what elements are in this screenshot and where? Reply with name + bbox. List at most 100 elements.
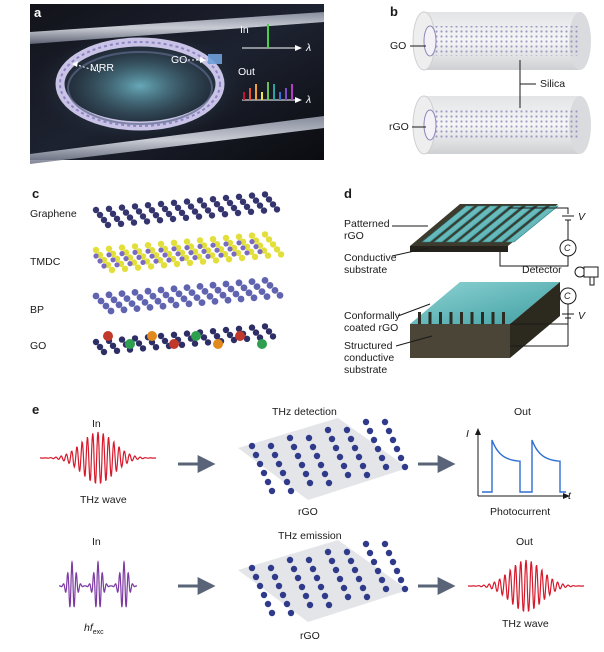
atom [109,210,117,217]
rgo-stripe [421,205,475,243]
atom [105,291,113,299]
carbon-atom [347,435,355,443]
atom [170,285,178,293]
conductive-substrate-label: Conductive substrate [344,252,397,276]
carbon-atom [366,549,374,557]
atom [175,251,181,257]
carbon-atom [363,471,371,479]
atom [235,279,243,287]
detector-icon [574,266,599,286]
atom [172,301,180,309]
atom [213,201,221,208]
atom [157,286,165,294]
atom [185,300,193,308]
hf-exc-label: hfexc [84,622,104,639]
go-label-b: GO [390,40,407,52]
atom [106,252,112,258]
atom [161,337,169,345]
carbon-atom [287,609,295,617]
layer-label-tmdc: TMDC [30,256,61,268]
atom [218,252,224,258]
carbon-atom [268,609,276,617]
atom [154,297,162,305]
carbon-atom [279,469,287,477]
carbon-atom [313,574,321,582]
atom [118,244,126,251]
layer-label-graphene: Graphene [30,208,77,220]
atom [139,345,147,352]
atom [250,294,258,302]
carbon-atom [302,592,310,600]
silica-label: Silica [540,78,566,90]
row1-rgo-label: rGO [298,506,318,518]
atom [260,207,268,214]
atom [132,249,138,255]
carbon-atom [260,591,268,599]
atom [235,233,243,240]
carbon-atom [374,567,382,575]
atom [186,259,194,266]
carbon-atom [294,452,302,460]
atom [192,255,198,261]
functional-group [191,331,201,341]
conformally-coated-label: Conformally coated rGO [344,310,401,334]
atom [208,212,216,219]
atom [173,260,181,268]
tmdc-layer [92,231,285,274]
panel-b: b GO rGO Silica [384,4,598,164]
carbon-atom [267,564,275,572]
panel-a-label: a [34,5,42,20]
carbon-atom [286,556,294,564]
panel-b-label: b [390,4,398,19]
carbon-atom [317,583,325,591]
carbon-atom [351,444,359,452]
functional-group [147,331,157,341]
atom [147,263,155,270]
functional-group [169,339,179,349]
atom [123,295,131,302]
atom [248,324,256,331]
atom [188,250,194,256]
atom [170,199,178,206]
atom [131,335,139,342]
atom [264,252,272,259]
atom [187,203,195,210]
carbon-atom [393,567,401,575]
atom [271,287,279,294]
atom [204,207,212,214]
panel-d: d Patterned rGO Conductive substrate Det… [340,186,602,376]
atom [133,305,141,312]
carbon-atom [362,418,370,426]
carbon-atom [306,601,314,609]
thz-detection-title: THz detection [272,406,337,418]
atom [104,221,112,229]
atom [140,259,146,265]
carbon-atom [313,452,321,460]
atom [269,333,277,340]
atom [236,240,242,246]
atom [118,336,126,343]
atom [131,243,139,250]
atom [158,247,164,253]
atom [199,258,207,265]
atom [114,262,120,268]
rgo-stripe [505,205,559,243]
atom [152,212,160,219]
atom [145,248,151,254]
lattice-sheet [238,418,408,500]
carbon-atom [336,575,344,583]
atom [122,209,130,216]
atom [170,331,178,338]
layer-label-bp: BP [30,304,45,316]
photocurrent-label: Photocurrent [490,506,551,518]
atom [157,332,165,340]
atom [226,331,234,339]
atom [115,301,123,309]
atom [144,242,152,249]
atom [211,298,219,305]
carbon-atom [256,460,264,468]
atom [92,206,100,214]
atom [224,296,232,304]
carbon-atom [385,549,393,557]
carbon-atom [359,584,367,592]
